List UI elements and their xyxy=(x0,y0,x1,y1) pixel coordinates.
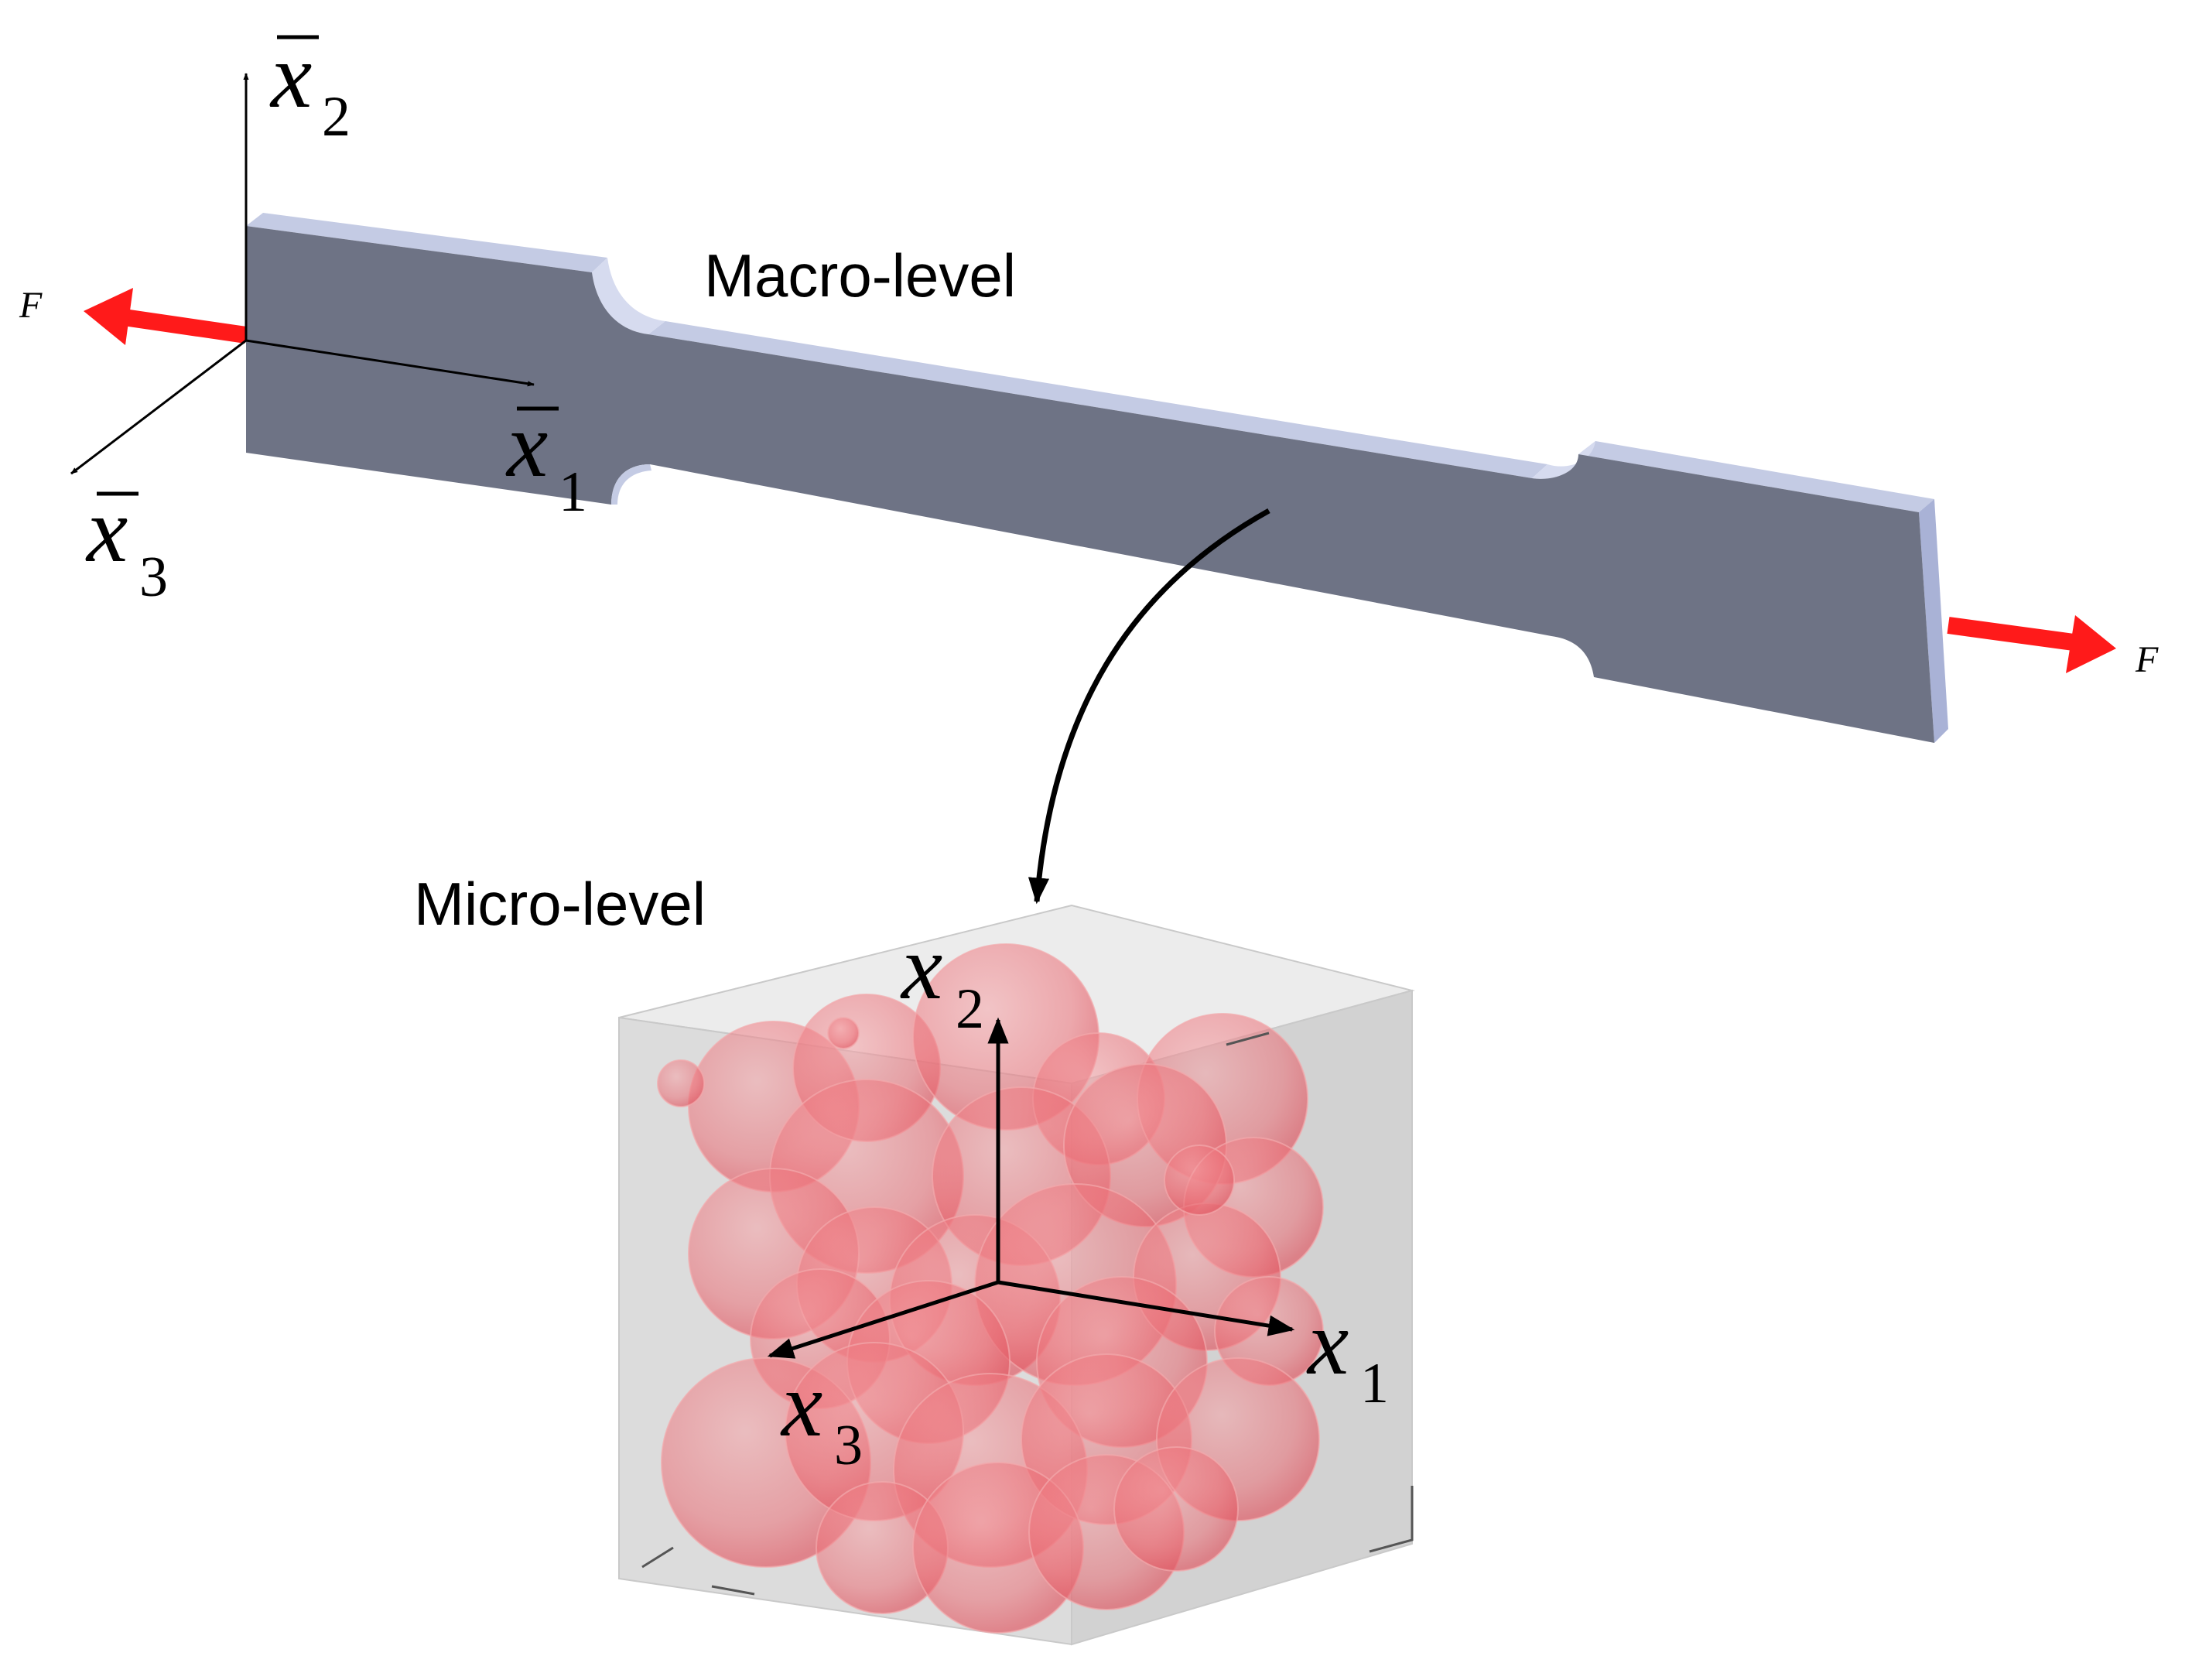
particle xyxy=(657,1059,705,1107)
svg-text:x: x xyxy=(900,915,942,1018)
particle xyxy=(1164,1145,1235,1216)
macro-x2-label: x 2 xyxy=(269,24,351,149)
macro-x1-label: x 1 xyxy=(505,393,587,524)
svg-text:2: 2 xyxy=(956,977,984,1041)
svg-text:1: 1 xyxy=(1360,1352,1389,1415)
micro-x2-label: x 2 xyxy=(900,915,984,1041)
force-arrow-right xyxy=(1947,615,2116,673)
svg-text:x: x xyxy=(780,1353,822,1456)
macro-x3-label: x 3 xyxy=(85,478,168,609)
micro-level-label: Micro-level xyxy=(414,870,706,938)
svg-text:x: x xyxy=(269,24,312,127)
particle-cloud xyxy=(657,943,1324,1634)
macro-level-label: Macro-level xyxy=(704,241,1016,310)
svg-text:2: 2 xyxy=(322,85,351,149)
particle xyxy=(1113,1446,1239,1572)
macro-axes xyxy=(70,73,535,475)
micro-x3-label: x 3 xyxy=(780,1353,863,1477)
svg-text:x: x xyxy=(85,478,128,581)
micro-x1-label: x 1 xyxy=(1306,1291,1389,1415)
svg-text:x: x xyxy=(1306,1291,1349,1394)
force-arrow-left xyxy=(84,288,248,345)
svg-text:x: x xyxy=(505,393,548,496)
force-label-right: F xyxy=(2135,639,2159,680)
cube-corner-ticks xyxy=(641,1032,1414,1596)
zoom-arrow xyxy=(1028,508,1270,905)
particle xyxy=(827,1017,860,1049)
micro-axes xyxy=(767,1017,1295,1359)
force-label-left: F xyxy=(19,285,43,326)
svg-text:3: 3 xyxy=(139,546,168,609)
svg-text:1: 1 xyxy=(559,460,587,524)
svg-text:3: 3 xyxy=(834,1414,863,1477)
tensile-specimen xyxy=(246,213,1948,743)
